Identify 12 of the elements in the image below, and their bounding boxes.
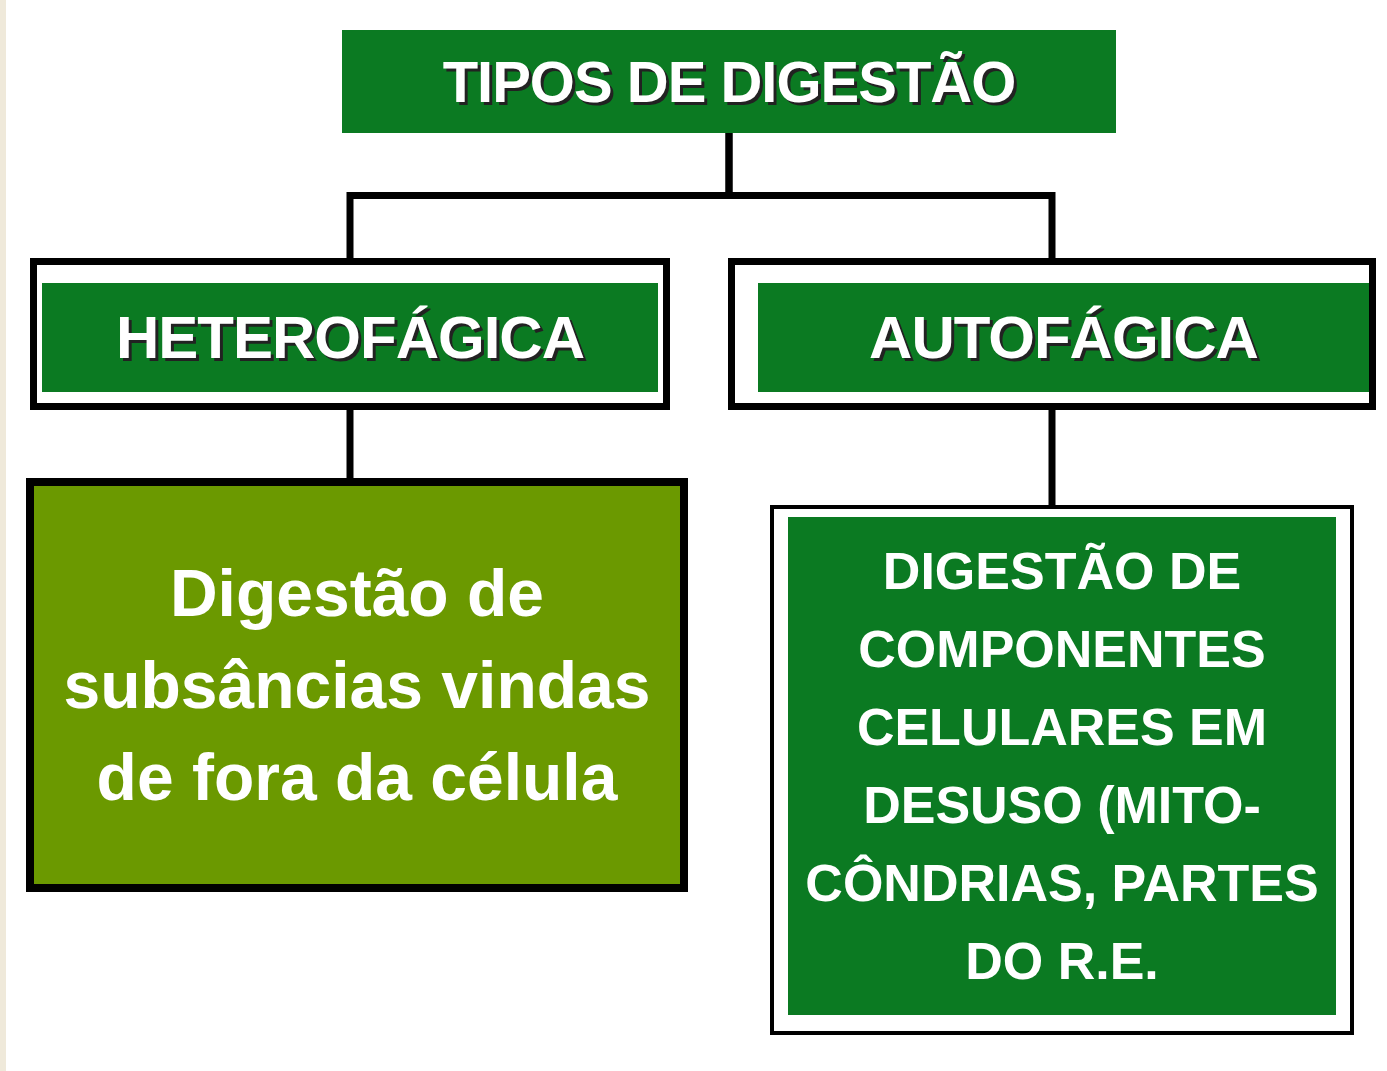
category-box (30, 258, 670, 410)
connector-line (725, 133, 1056, 258)
category-label: AUTOFÁGICA (758, 283, 1369, 392)
title-box (342, 30, 1116, 133)
connector-line (346, 410, 354, 478)
description-text: Digestão de subsâncias vindas de fora da célula (62, 555, 652, 816)
category-label: HETEROFÁGICA (42, 283, 658, 392)
description-text: DIGESTÃO DE COMPONENTES CELULARES EM DESUSO (MITO- CÔNDRIAS, PARTES DO R.E. (788, 517, 1336, 1015)
category-box (728, 258, 1376, 410)
title-text: TIPOS DE DIGESTÃO (442, 48, 1016, 115)
description-box (26, 478, 688, 892)
connector-line (1048, 410, 1056, 505)
